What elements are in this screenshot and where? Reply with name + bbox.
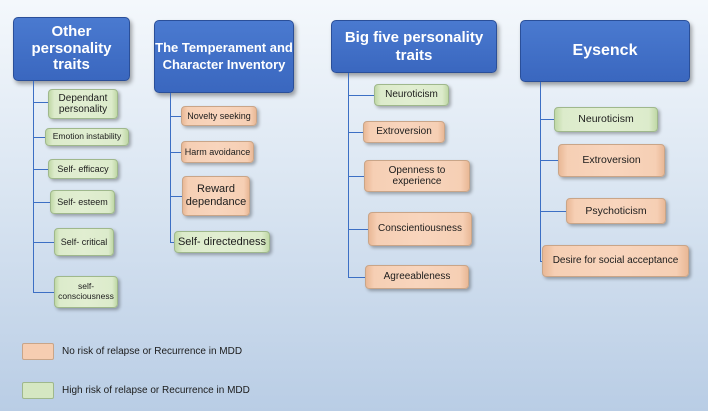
- connector-trunk-col4: [540, 82, 541, 262]
- connector-branch: [170, 242, 174, 243]
- connector-branch: [540, 160, 558, 161]
- node-self-critical: Self- critical: [54, 228, 114, 256]
- node-neuroticism-eysenck: Neuroticism: [554, 107, 658, 132]
- connector-branch: [348, 132, 363, 133]
- connector-trunk-col1: [33, 81, 34, 293]
- node-reward-dependance: Reward dependance: [182, 176, 250, 216]
- node-conscientiousness: Conscientiousness: [368, 212, 472, 246]
- node-agreeableness: Agreeableness: [365, 265, 469, 289]
- node-dependant-personality: Dependant personality: [48, 89, 118, 119]
- header-other-personality-traits: Other personality traits: [13, 17, 130, 81]
- node-harm-avoidance: Harm avoidance: [181, 141, 254, 163]
- connector-branch: [540, 211, 566, 212]
- node-self-consciousness: self-consciousness: [54, 276, 118, 308]
- connector-branch: [348, 95, 374, 96]
- connector-branch: [33, 102, 48, 103]
- header-big-five-personality-traits: Big five personality traits: [331, 20, 497, 73]
- legend-swatch-no-risk: [22, 343, 54, 360]
- legend-label-high-risk: High risk of relapse or Recurrence in MD…: [62, 385, 250, 396]
- connector-branch: [33, 292, 54, 293]
- legend-label-no-risk: No risk of relapse or Recurrence in MDD: [62, 346, 243, 357]
- node-psychoticism: Psychoticism: [566, 198, 666, 224]
- node-extroversion-eysenck: Extroversion: [558, 144, 665, 177]
- node-extroversion-big5: Extroversion: [363, 121, 445, 143]
- connector-branch: [348, 229, 368, 230]
- connector-branch: [33, 202, 50, 203]
- legend-swatch-high-risk: [22, 382, 54, 399]
- connector-trunk-col3: [348, 73, 349, 278]
- node-novelty-seeking: Novelty seeking: [181, 106, 257, 126]
- node-openness-to-experience: Openness to experience: [364, 160, 470, 192]
- connector-branch: [33, 169, 48, 170]
- header-eysenck: Eysenck: [520, 20, 690, 82]
- connector-branch: [348, 176, 364, 177]
- node-emotion-instability: Emotion instability: [45, 128, 129, 146]
- connector-branch: [170, 196, 182, 197]
- connector-branch: [540, 261, 542, 262]
- connector-branch: [540, 119, 554, 120]
- connector-branch: [348, 277, 365, 278]
- node-desire-for-social-acceptance: Desire for social acceptance: [542, 245, 689, 277]
- header-temperament-character-inventory: The Temperament and Character Inventory: [154, 20, 294, 93]
- node-self-efficacy: Self- efficacy: [48, 159, 118, 179]
- connector-branch: [170, 152, 181, 153]
- node-self-directedness: Self- directedness: [174, 231, 270, 253]
- connector-branch: [170, 116, 181, 117]
- connector-branch: [33, 242, 54, 243]
- node-self-esteem: Self- esteem: [50, 190, 115, 214]
- connector-branch: [33, 137, 45, 138]
- connector-trunk-col2: [170, 93, 171, 243]
- node-neuroticism-big5: Neuroticism: [374, 84, 449, 106]
